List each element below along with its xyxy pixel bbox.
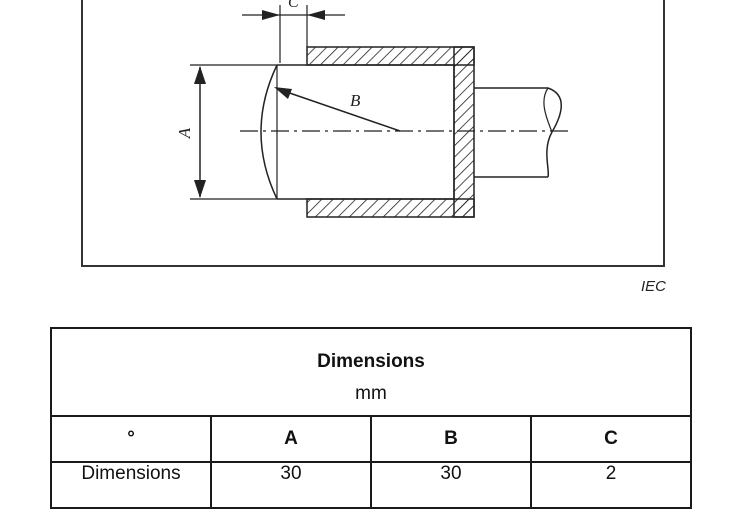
cell-b: 30 bbox=[370, 461, 532, 509]
table-row: Dimensions 30 30 2 bbox=[50, 461, 693, 509]
shaft bbox=[474, 87, 562, 178]
dimension-a bbox=[190, 64, 277, 200]
table-title: Dimensions bbox=[49, 327, 693, 373]
drawing-canvas: A B C bbox=[81, 0, 665, 267]
label-c: C bbox=[288, 0, 299, 11]
dimension-drawing: A B C bbox=[81, 0, 665, 267]
label-b: B bbox=[350, 91, 361, 110]
header-degree: ° bbox=[50, 415, 212, 463]
figure-credit: IEC bbox=[641, 278, 667, 295]
cup-walls bbox=[306, 46, 475, 218]
drawing-frame bbox=[81, 0, 665, 267]
cell-c: 2 bbox=[529, 461, 693, 509]
row-label: Dimensions bbox=[50, 461, 212, 509]
header-c: C bbox=[529, 415, 693, 463]
label-a: A bbox=[175, 127, 194, 139]
cup-bore bbox=[277, 64, 455, 200]
dimension-c bbox=[242, 5, 345, 63]
header-b: B bbox=[370, 415, 532, 463]
dimension-b bbox=[274, 87, 401, 132]
header-a: A bbox=[210, 415, 372, 463]
cell-a: 30 bbox=[210, 461, 372, 509]
dimensions-table: Dimensions mm ° A B C Dimensions 30 30 2 bbox=[49, 327, 693, 509]
table-unit: mm bbox=[49, 373, 693, 417]
rim-face bbox=[260, 64, 278, 200]
table-header-row: ° A B C bbox=[50, 415, 693, 463]
